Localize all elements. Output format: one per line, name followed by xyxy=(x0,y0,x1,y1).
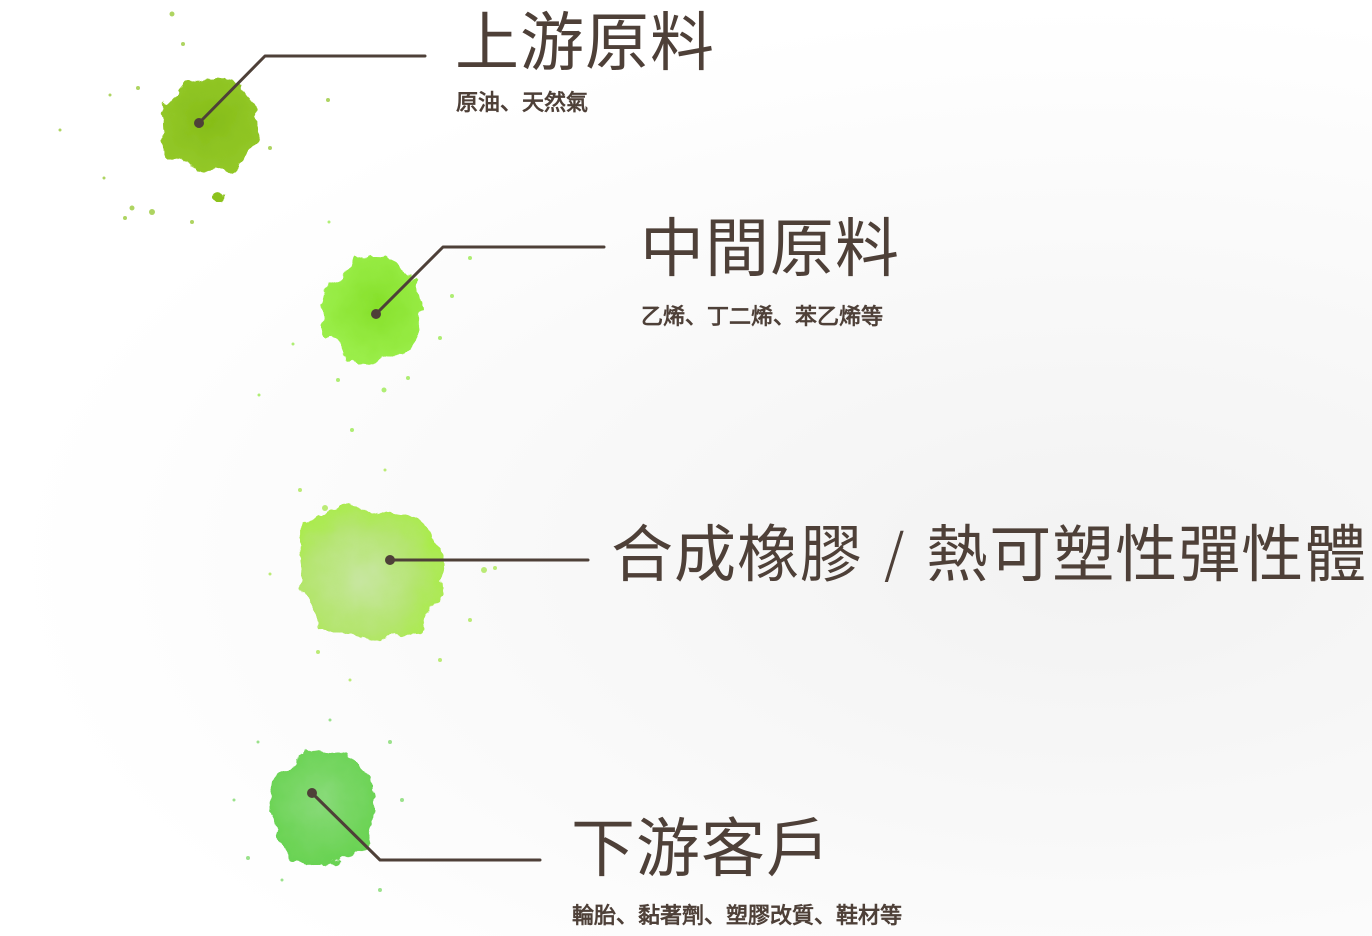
node-subtitle-downstream: 輪胎、黏著劑、塑膠改質、鞋材等 xyxy=(572,904,903,929)
splat-synthetic xyxy=(268,468,497,682)
node-title-downstream: 下游客戶 xyxy=(571,813,831,887)
node-subtitle-upstream: 原油、天然氣 xyxy=(456,91,589,116)
node-dot-upstream xyxy=(194,118,204,128)
node-title-synthetic: 合成橡膠 / 熱可塑性彈性體 xyxy=(611,518,1368,591)
splat-upstream xyxy=(58,11,330,224)
node-dot-downstream xyxy=(307,788,317,798)
connector-line-upstream xyxy=(197,54,427,125)
splat-intermediate xyxy=(257,220,472,432)
node-title-intermediate: 中間原料 xyxy=(640,213,900,287)
node-subtitle-intermediate: 乙烯、丁二烯、苯乙烯等 xyxy=(641,305,884,330)
node-dot-synthetic xyxy=(385,555,395,565)
splat-downstream xyxy=(232,718,404,892)
connector-line-intermediate xyxy=(374,245,606,316)
node-title-upstream: 上游原料 xyxy=(455,7,715,81)
connector-line-downstream xyxy=(310,791,542,862)
node-dot-intermediate xyxy=(371,309,381,319)
